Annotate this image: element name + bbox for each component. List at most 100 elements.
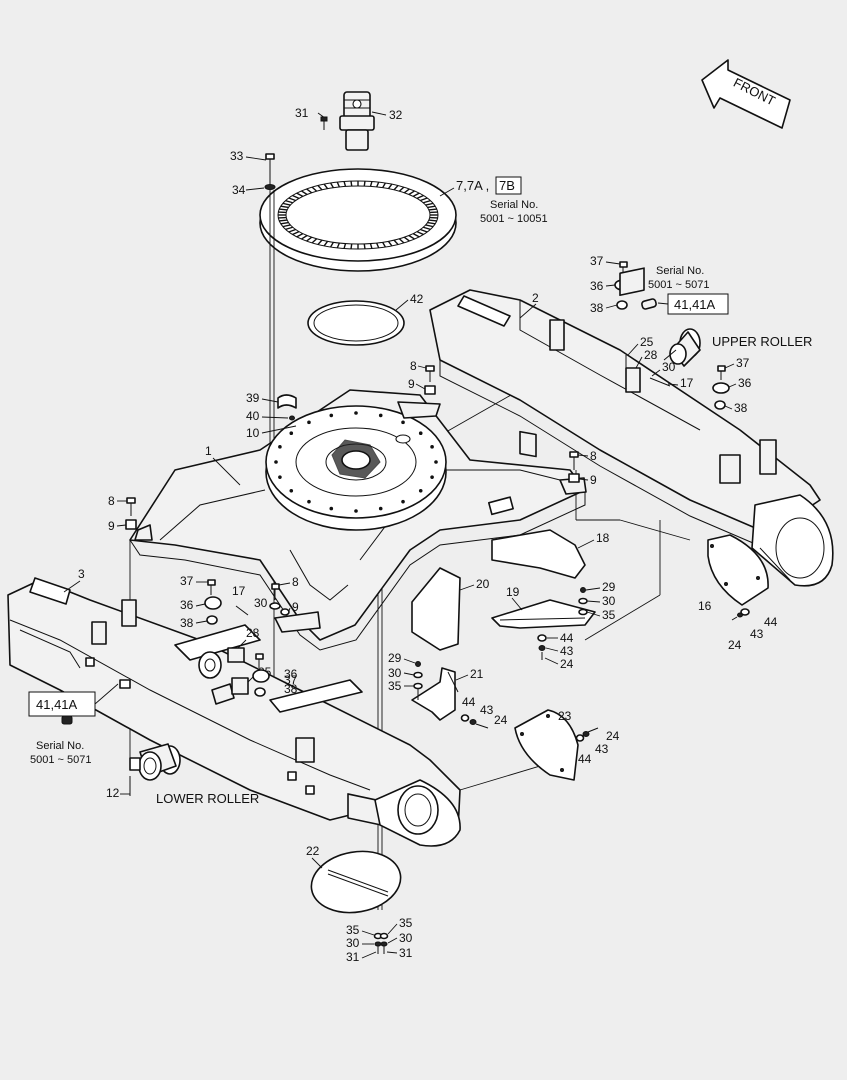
gear-tooth [375, 181, 380, 188]
gear-tooth [285, 199, 293, 204]
bolt-group-8-9-left [125, 497, 137, 530]
center-frame-part-1 [129, 389, 587, 651]
gear-tooth [375, 242, 380, 249]
gear-tooth [301, 234, 308, 240]
callout-30-lower: 30 [388, 666, 402, 680]
bolt-group-8-30-9-left [269, 583, 290, 616]
callout-18: 18 [596, 531, 610, 545]
callout-30-mid: 30 [602, 594, 616, 608]
bolt-group-8-9-right [568, 451, 580, 483]
gear-tooth [343, 181, 347, 187]
gear-tooth [425, 224, 434, 228]
upper-roller-right [663, 328, 701, 367]
bolt-group-29-30-35-lower [413, 661, 423, 700]
turntable-bolt-holes [274, 411, 438, 513]
gear-tooth [350, 243, 353, 249]
callout-33: 33 [230, 149, 244, 163]
left-ref-box [28, 691, 96, 717]
bolt-hole [329, 506, 334, 511]
callout-20: 20 [476, 577, 490, 591]
gear-tooth [306, 236, 313, 242]
callout-21: 21 [470, 667, 484, 681]
gear-tooth [279, 208, 288, 211]
bolt-group-39-40-10 [277, 394, 297, 421]
gear-tooth [369, 181, 373, 187]
gear-tooth [425, 202, 434, 206]
lower-roller-label: LOWER ROLLER [156, 791, 259, 806]
upper-roller-label-right: UPPER ROLLER [712, 334, 812, 349]
grease-fitting-part-41 [641, 298, 657, 310]
gear-tooth [398, 186, 405, 192]
gear-tooth [282, 202, 291, 206]
left-serial-range: 5001 ~ 5071 [30, 754, 91, 766]
gear-tooth [296, 192, 304, 197]
cover-part-20 [411, 567, 461, 651]
bolt-hole [329, 413, 334, 418]
bolt-group-37-17-36-38-left [204, 579, 249, 625]
gear-tooth [420, 228, 428, 233]
callout-42: 42 [410, 292, 424, 306]
gear-tooth [363, 181, 366, 187]
callout-17-right: 17 [680, 376, 694, 390]
callout-17-left: 17 [232, 584, 246, 598]
bolt-hole [278, 445, 282, 449]
gear-tooth [403, 236, 410, 242]
callout-37-left: 37 [180, 574, 194, 588]
bolt-group-24-43-44-far [575, 727, 599, 742]
callout-31: 31 [295, 106, 309, 120]
callout-43-far: 43 [595, 742, 609, 756]
gear-tooth [311, 238, 318, 244]
bolt-hole [434, 460, 438, 464]
callout-35-lower: 35 [388, 679, 402, 693]
right-serial-range: 5001 ~ 5071 [648, 279, 709, 291]
callout-24-lower: 24 [494, 713, 508, 727]
gear-tooth [317, 185, 323, 191]
gear-tooth [280, 221, 289, 225]
callout-43-right: 43 [750, 627, 764, 641]
gear-tooth [387, 240, 393, 247]
gear-tooth [393, 239, 399, 245]
gear-tooth [336, 242, 341, 249]
callout-32: 32 [389, 108, 403, 122]
gear-tooth [285, 226, 293, 231]
bolt-group-37-36-38-lower-left [252, 653, 270, 697]
callout-34: 34 [232, 183, 246, 197]
ring-serial-range: 5001 ~ 10051 [480, 213, 548, 225]
gear-tooth [423, 226, 431, 231]
cover-part-23 [514, 709, 579, 781]
gear-tooth [412, 192, 420, 197]
bolt-part-33 [265, 153, 275, 185]
callout-28-right: 28 [644, 348, 658, 362]
gear-tooth [416, 194, 424, 200]
callout-35-mid: 35 [602, 608, 616, 622]
grease-fitting-left [61, 715, 73, 725]
bolt-group-35-30-31-bottom [373, 932, 389, 954]
bolt-hole [274, 460, 278, 464]
gear-tooth [403, 188, 410, 194]
gear-tooth [423, 199, 431, 204]
right-serial-title: Serial No. [656, 265, 704, 277]
cover-plate-part-22 [310, 850, 402, 914]
bolt-group-8-9-top [424, 365, 436, 395]
gear-tooth [343, 243, 347, 249]
gear-tooth [363, 243, 366, 249]
front-direction-arrow: FRONT [701, 59, 791, 129]
callout-3: 3 [78, 567, 85, 581]
bolt-hole [401, 499, 405, 504]
gear-tooth [350, 181, 353, 187]
gear-tooth [427, 205, 436, 209]
gear-tooth [408, 234, 415, 240]
callout-19: 19 [506, 585, 520, 599]
gear-tooth [382, 182, 386, 189]
ring-ref-box-label: 7B [499, 178, 515, 193]
callout-8-right: 8 [590, 449, 597, 463]
gear-tooth [420, 197, 428, 202]
callout-38-right-mid: 38 [734, 401, 748, 415]
callout-30-left-mid: 30 [254, 596, 268, 610]
swing-bearing-ring [259, 168, 457, 272]
bolt-hole [278, 475, 282, 479]
callout-40: 40 [246, 409, 260, 423]
bolt-hole [418, 431, 423, 435]
bolt-hole [354, 411, 358, 415]
